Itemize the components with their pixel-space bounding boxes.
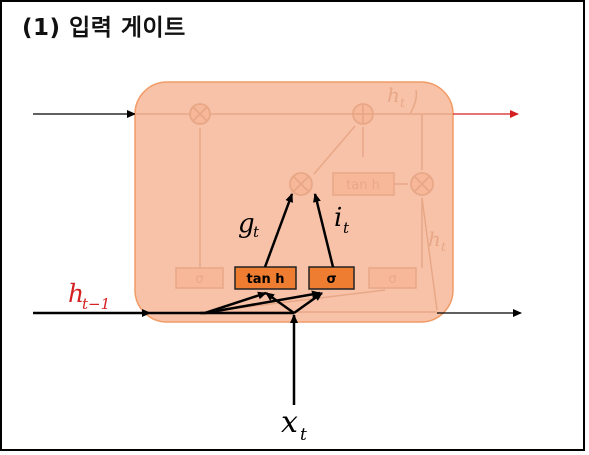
svg-text:h: h [68,279,84,308]
output-sigma-label: σ [388,272,396,287]
g-t-label: g t [238,209,260,241]
svg-text:t: t [441,240,446,254]
tanh-gate-box: tan h [234,266,297,290]
output-multiply-node [410,172,434,196]
cell-add-node [352,103,374,125]
i-output-arrow [313,193,335,268]
input-multiply-node [289,172,313,196]
forget-multiply-node [189,103,211,125]
svg-text:h: h [428,227,441,251]
cell-tanh-label: tan h [346,178,380,193]
cell-tanh-box: tan h [332,172,395,196]
svg-text:t: t [343,219,350,237]
forget-sigma-box: σ [175,267,224,289]
svg-text:h: h [387,83,400,107]
svg-text:t: t [253,223,260,241]
svg-text:g: g [238,209,255,239]
faded-ht-right-label: h t [428,227,446,254]
h-prev-label: h t−1 [68,279,110,313]
svg-text:t: t [300,425,307,445]
gate-input-lines [200,290,323,315]
g-output-arrow [263,193,294,268]
svg-text:i: i [334,203,342,233]
figure-title: (1) 입력 게이트 [22,15,186,41]
faded-internal-paths [199,89,438,313]
svg-text:t: t [400,96,405,110]
forget-sigma-label: σ [195,272,203,287]
input-sigma-gate-box: σ [308,266,355,290]
tanh-gate-label: tan h [246,272,284,287]
output-sigma-box: σ [368,267,417,289]
svg-text:x: x [281,405,298,440]
x-t-label: x t [281,405,307,445]
faded-ht-top-label: h t [387,83,405,110]
input-sigma-gate-label: σ [326,272,336,287]
svg-text:t−1: t−1 [82,295,110,313]
i-t-label: i t [334,203,350,237]
